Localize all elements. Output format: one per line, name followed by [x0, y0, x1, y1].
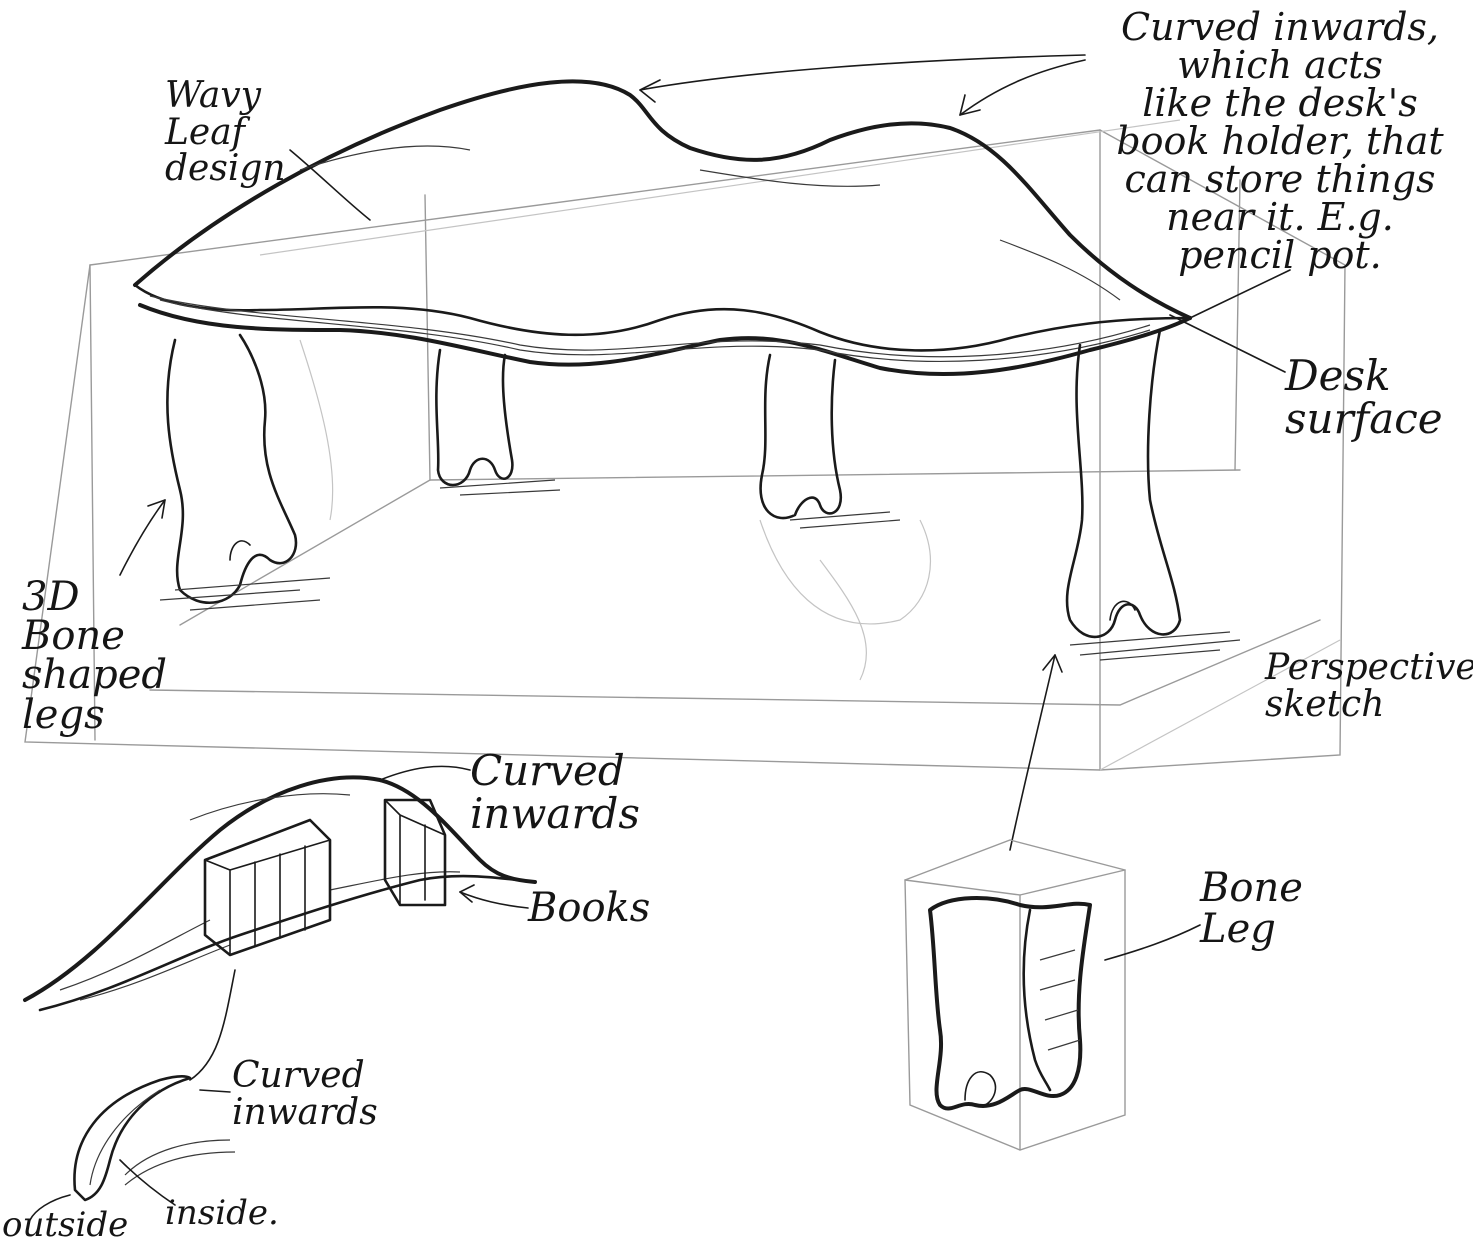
inside-label: inside.: [165, 1196, 279, 1231]
line-pencil-pot: [1190, 270, 1290, 318]
bone-leg-detail: [905, 840, 1200, 1150]
line-desk-surface: [1170, 315, 1285, 372]
curved-inwards-book-holder-label: Curved inwards, which acts like the desk…: [1090, 8, 1470, 274]
arrow-curved-inwards-2: [960, 60, 1085, 115]
bone-shaped-legs-label: 3D Bone shaped legs: [22, 578, 167, 735]
curved-holder-detail: [25, 766, 535, 1092]
back-right-leg: [761, 355, 900, 528]
arrow-to-leg-detail: [1010, 655, 1055, 850]
books-label: Books: [528, 888, 650, 929]
front-left-leg: [160, 335, 330, 610]
desk-surface-label: Desk surface: [1285, 355, 1443, 441]
back-left-leg: [436, 350, 560, 495]
curved-inwards-mid-label: Curved inwards: [470, 750, 640, 836]
desk-legs: [160, 330, 1240, 660]
bone-leg-label: Bone Leg: [1200, 868, 1303, 950]
line-curved-low: [190, 970, 235, 1080]
curved-inwards-low-label: Curved inwards: [232, 1058, 378, 1131]
wavy-leaf-design-label: Wavy Leaf design: [165, 78, 286, 188]
front-right-leg: [1067, 330, 1240, 660]
line-curved-mid: [380, 766, 470, 780]
outside-label: outside: [2, 1208, 128, 1243]
arrow-curved-inwards-1: [640, 55, 1085, 90]
arrow-bone-legs: [120, 500, 165, 575]
perspective-sketch-label: Perspective sketch: [1265, 650, 1473, 723]
desk-top: [135, 81, 1190, 374]
books-illustration: [205, 800, 445, 955]
line-bone-leg: [1105, 925, 1200, 960]
